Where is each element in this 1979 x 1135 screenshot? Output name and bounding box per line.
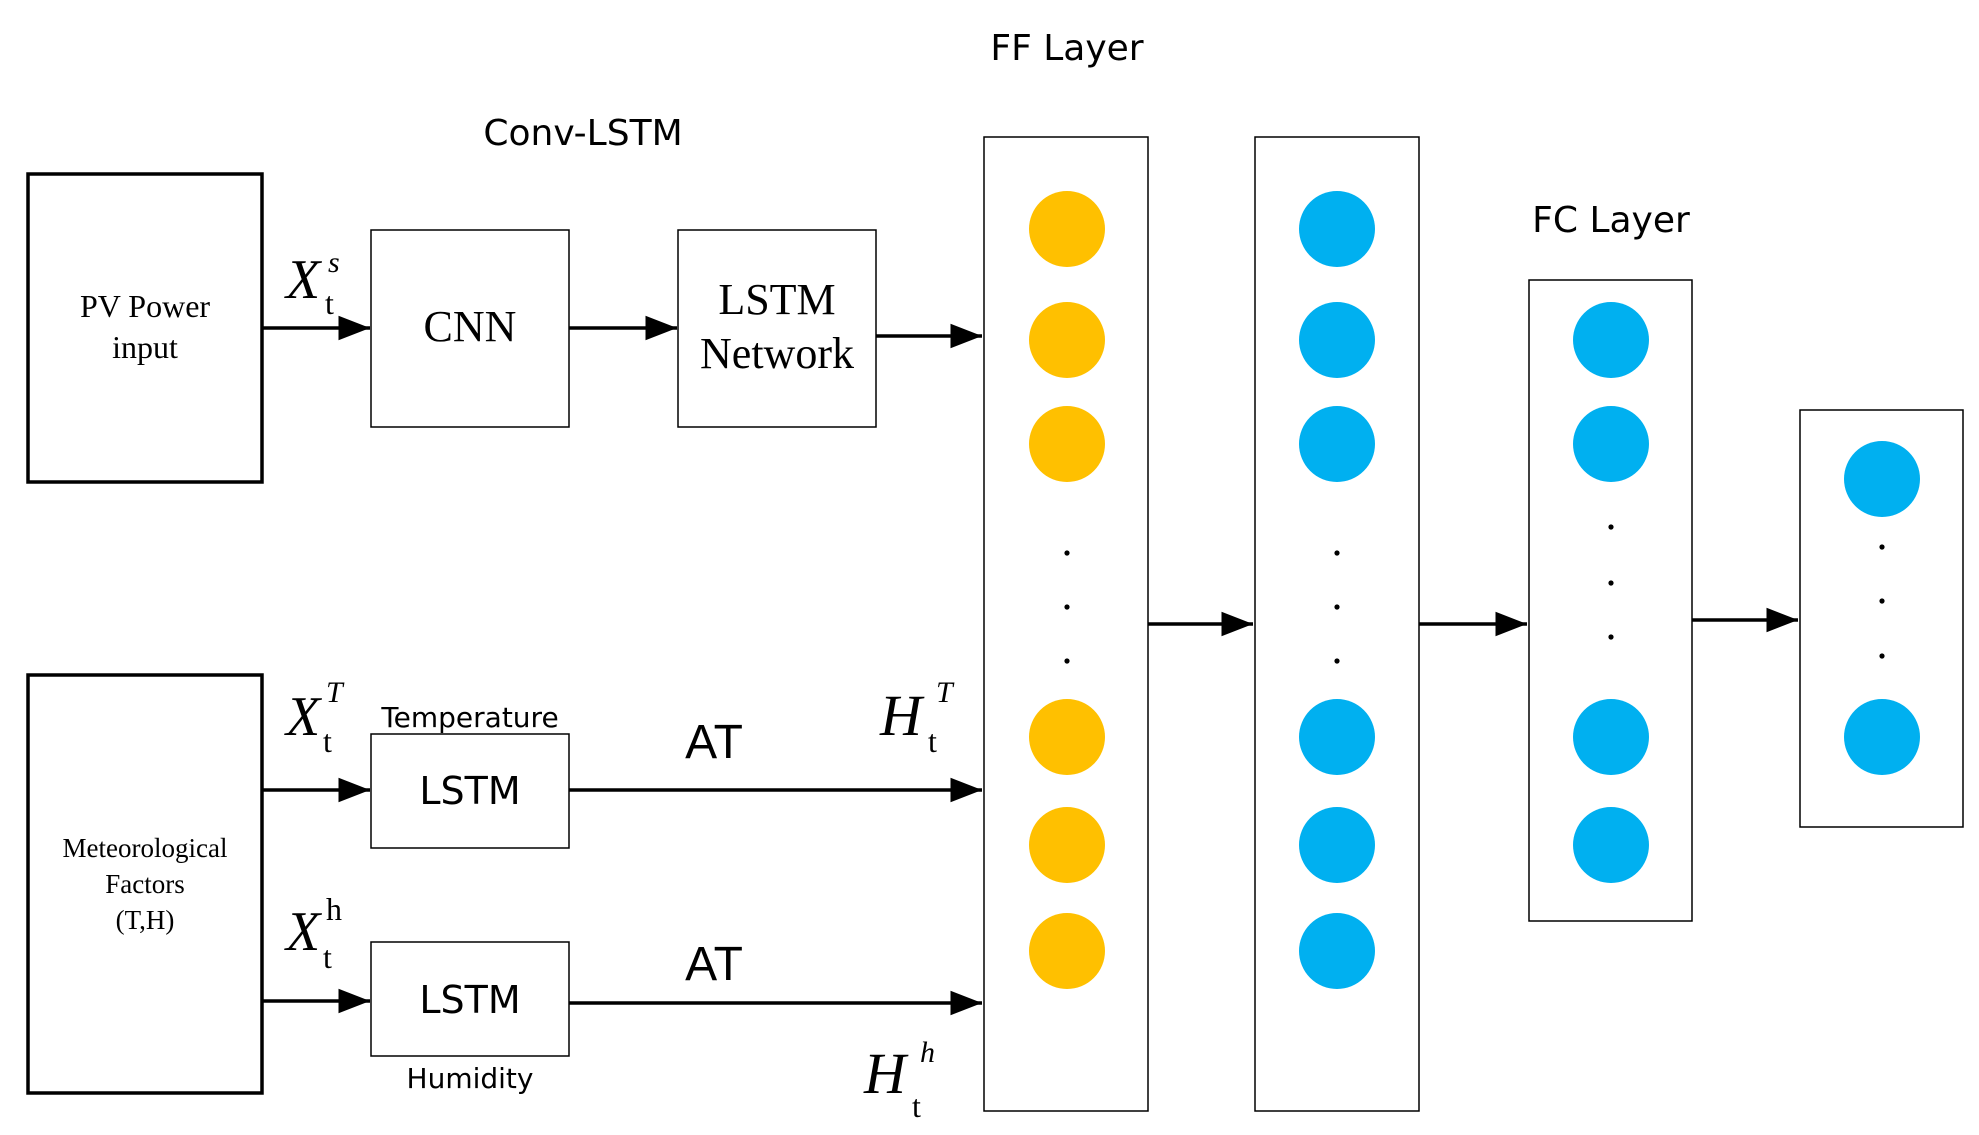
output-layer-box [1799,409,1964,828]
svg-text:h: h [920,1036,935,1069]
humidity-lstm-block: LSTM Humidity [370,941,570,1095]
lstm-network-line1: LSTM [718,275,835,324]
svg-text:t: t [323,939,332,975]
fc-neuron-node [1573,302,1649,378]
temperature-caption: Temperature [380,701,558,734]
met-label-line1: Meteorological [63,833,228,863]
symbol-x-T: X T t [284,676,345,759]
output-ellipsis-dot [1879,544,1885,550]
svg-text:t: t [325,285,334,321]
svg-text:t: t [928,723,937,759]
ff2-ellipsis-dot [1334,604,1340,610]
svg-text:s: s [328,246,340,279]
svg-text:H: H [863,1041,909,1106]
ff-neuron-node [1029,302,1105,378]
ff2-neuron-node [1299,913,1375,989]
lstm-network-block: LSTM Network [677,229,877,428]
met-label-line2: Factors [105,869,184,899]
svg-text:T: T [936,676,955,709]
conv-lstm-title: Conv-LSTM [483,113,682,154]
lstm-network-line2: Network [700,329,854,378]
temperature-lstm-block: Temperature LSTM [370,701,570,849]
temperature-lstm-label: LSTM [419,769,520,813]
ff2-layer-box [1254,136,1420,1112]
svg-text:H: H [879,683,925,748]
ff2-neuron-node [1299,191,1375,267]
svg-text:t: t [323,723,332,759]
ff-ellipsis-dot [1064,658,1070,664]
humidity-caption: Humidity [407,1062,534,1095]
ff2-neuron-node [1299,406,1375,482]
pv-label-line1: PV Power [80,288,210,324]
ff-neuron-node [1029,807,1105,883]
ff2-neuron-node [1299,699,1375,775]
ff-neuron-node [1029,406,1105,482]
meteorological-factors-block: Meteorological Factors (T,H) [26,673,264,1095]
svg-text:X: X [284,901,323,963]
attention-label-bottom: AT [685,938,743,991]
svg-text:h: h [326,891,342,927]
ff2-neuron-node [1299,302,1375,378]
fc-layer-title: FC Layer [1532,200,1690,241]
humidity-lstm-label: LSTM [419,978,520,1022]
svg-text:X: X [284,249,323,311]
output-ellipsis-dot [1879,653,1885,659]
fc-ellipsis-dot [1608,524,1614,530]
fc-neuron-node [1573,807,1649,883]
met-label-line3: (T,H) [116,905,175,935]
ff-layer-box [983,136,1149,1112]
cnn-block: CNN [370,229,570,428]
symbol-x-h: X h t [284,891,342,975]
fc-neuron-node [1573,699,1649,775]
ff2-ellipsis-dot [1334,550,1340,556]
pv-label-line2: input [112,329,178,365]
fc-neuron-node [1573,406,1649,482]
symbol-h-h: H h t [863,1036,935,1124]
attention-label-top: AT [685,716,743,769]
output-neuron-node [1844,699,1920,775]
svg-text:X: X [284,686,323,748]
ff-neuron-node [1029,699,1105,775]
svg-text:t: t [912,1088,921,1124]
fc-layer-box [1528,279,1693,922]
fc-ellipsis-dot [1608,634,1614,640]
ff-ellipsis-dot [1064,550,1070,556]
ff-neuron-node [1029,191,1105,267]
symbol-h-T: H T t [879,676,955,759]
ff-layer-title: FF Layer [990,28,1143,69]
output-ellipsis-dot [1879,598,1885,604]
svg-text:T: T [326,676,345,709]
fc-ellipsis-dot [1608,580,1614,586]
ff2-ellipsis-dot [1334,658,1340,664]
ff2-neuron-node [1299,807,1375,883]
symbol-x-s: X s t [284,246,340,321]
output-neuron-node [1844,441,1920,517]
ff-ellipsis-dot [1064,604,1070,610]
pv-power-input-block: PV Power input [26,172,264,484]
ff-neuron-node [1029,913,1105,989]
cnn-label: CNN [424,302,517,351]
